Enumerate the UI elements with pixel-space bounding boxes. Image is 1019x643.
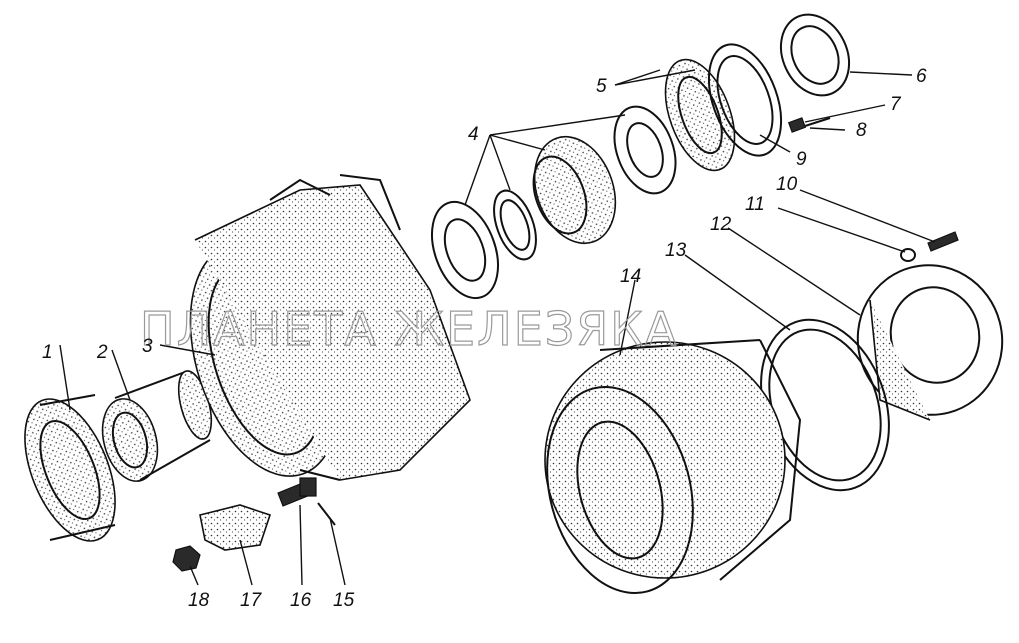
callout-1: 1 (42, 342, 53, 363)
leader-lines (59, 69, 936, 586)
callout-7: 7 (890, 94, 902, 115)
callout-11: 11 (745, 194, 765, 215)
part-16-bolt (277, 477, 317, 507)
part-17-clamp (199, 504, 272, 551)
callout-18: 18 (188, 590, 210, 611)
part-6-ring (779, 13, 851, 97)
callout-labels: 1 2 3 4 5 6 7 8 9 10 11 12 13 14 15 16 1… (42, 66, 927, 611)
callout-15: 15 (333, 590, 355, 611)
callout-12: 12 (710, 214, 732, 235)
callout-4: 4 (468, 124, 479, 145)
part-14-drum (544, 339, 802, 595)
callout-16: 16 (290, 590, 312, 611)
part-12-cover (856, 264, 1004, 421)
part-1-bearing (24, 394, 116, 542)
part-18-nut (172, 545, 201, 572)
callout-9: 9 (796, 149, 807, 170)
part-3-hub (189, 174, 471, 481)
part-10-bolt (900, 231, 959, 262)
callout-5: 5 (596, 76, 607, 97)
callout-3: 3 (142, 336, 153, 357)
watermark: ПЛАНЕТА ЖЕЛЕЗЯКА (140, 302, 678, 356)
callout-14: 14 (620, 266, 641, 287)
callout-2: 2 (96, 342, 108, 363)
part-5-flanges (664, 43, 783, 172)
part-7-bolt (787, 117, 831, 133)
callout-17: 17 (240, 590, 263, 611)
part-2-sleeve (101, 370, 213, 482)
callout-6: 6 (916, 66, 927, 87)
callout-10: 10 (776, 174, 798, 195)
part-15-pin (317, 502, 336, 526)
callout-13: 13 (665, 240, 687, 261)
part-4-bearings (431, 105, 677, 300)
callout-8: 8 (856, 120, 867, 141)
